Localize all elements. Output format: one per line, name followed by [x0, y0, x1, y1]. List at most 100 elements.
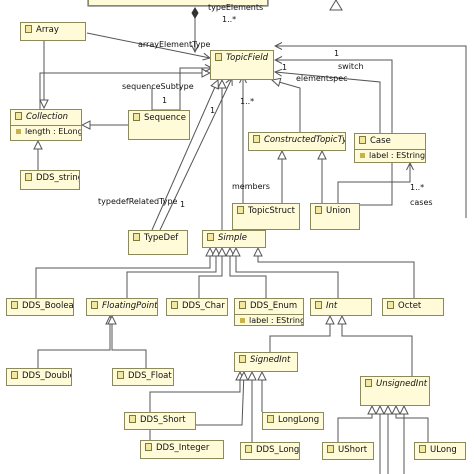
top-container-box	[88, 0, 268, 6]
class-array[interactable]: Array	[20, 22, 86, 41]
class-icon	[207, 233, 214, 241]
class-icon	[25, 173, 32, 181]
label-one-seq: 1	[162, 96, 168, 105]
class-name: Simple	[218, 233, 248, 243]
class-collection[interactable]: Collection length : ELong	[10, 109, 82, 141]
class-name: DDS_Char	[182, 301, 225, 311]
class-icon	[117, 371, 124, 379]
class-dds-long[interactable]: DDS_Long	[240, 442, 300, 460]
class-name: Collection	[26, 112, 69, 122]
class-dds-float[interactable]: DDS_Float	[112, 368, 174, 386]
double-generalization	[37, 316, 110, 368]
class-icon	[419, 445, 426, 453]
class-icon	[315, 206, 322, 214]
class-name: TopicStruct	[248, 206, 295, 216]
class-octet[interactable]: Octet	[382, 298, 444, 316]
class-icon	[133, 233, 140, 241]
class-name: DDS_string	[36, 173, 79, 183]
class-constructed-topic-type[interactable]: ConstructedTopicType	[248, 132, 346, 151]
class-icon	[267, 415, 274, 423]
label-one-typedef: 1	[180, 200, 186, 209]
switch-edge	[275, 60, 393, 206]
class-dds-short[interactable]: DDS_Short	[124, 412, 196, 430]
class-name: SignedInt	[250, 355, 291, 365]
class-dds-integer[interactable]: DDS_Integer	[140, 440, 224, 459]
cases-edge	[337, 163, 410, 205]
label-cases-mult: 1..*	[410, 183, 425, 192]
class-icon	[215, 53, 222, 61]
class-typedef[interactable]: TypeDef	[128, 230, 188, 255]
outer-right-edge	[275, 46, 467, 218]
simple-bus-char	[198, 248, 222, 298]
class-union[interactable]: Union	[310, 203, 360, 230]
class-icon	[327, 445, 334, 453]
class-icon	[25, 25, 32, 33]
class-case[interactable]: Case label : EString	[354, 133, 426, 163]
class-simple[interactable]: Simple	[202, 230, 266, 248]
label-type-elements-mult: 1..*	[222, 15, 237, 24]
class-name: Int	[326, 301, 338, 311]
label-switch: switch	[338, 62, 364, 71]
label-typedef-related-type: typedefRelatedType	[98, 197, 178, 206]
class-int[interactable]: Int	[310, 298, 372, 316]
class-dds-string[interactable]: DDS_string	[20, 170, 80, 190]
class-ushort[interactable]: UShort	[322, 442, 374, 460]
class-dds-double[interactable]: DDS_Double	[6, 368, 72, 386]
class-icon	[237, 206, 244, 214]
top-right-triangle	[329, 0, 343, 11]
class-icon	[129, 415, 136, 423]
class-dds-char[interactable]: DDS_Char	[166, 298, 228, 316]
elementspec-edge	[275, 72, 381, 133]
attribute-icon	[360, 153, 365, 158]
attribute: label : EString	[249, 316, 303, 325]
unsignedint-generalization	[342, 316, 413, 376]
class-name: DDS_Short	[140, 415, 186, 425]
class-dds-boolean[interactable]: DDS_Boolean	[6, 298, 74, 316]
class-signed-int[interactable]: SignedInt	[234, 352, 298, 372]
class-icon	[11, 301, 18, 309]
label-one-elementspec: 1	[282, 63, 288, 72]
class-name: ULong	[430, 445, 457, 455]
simple-bus-octet	[258, 248, 415, 298]
integer-generalization	[149, 372, 244, 440]
signedint-generalization	[269, 316, 330, 352]
array-element-type-edge	[86, 32, 210, 58]
class-longlong[interactable]: LongLong	[262, 412, 324, 430]
class-name: ConstructedTopicType	[264, 135, 345, 145]
class-icon	[133, 113, 140, 121]
float-generalization	[112, 316, 147, 368]
class-unsigned-int[interactable]: UnsignedInt	[360, 376, 430, 406]
ushort-generalization	[337, 406, 372, 442]
label-sequence-subtype: sequenceSubtype	[122, 82, 194, 91]
class-name: Array	[36, 25, 59, 35]
class-icon	[359, 136, 366, 144]
class-dds-enum[interactable]: DDS_Enum label : EString	[234, 298, 304, 326]
class-name: DDS_Long	[256, 445, 299, 455]
attribute: label : EString	[369, 151, 425, 160]
constructed-generalization	[272, 80, 301, 132]
ulong-generalization	[396, 406, 429, 442]
label-members: members	[232, 182, 270, 191]
class-name: Case	[370, 136, 391, 146]
label-type-elements: typeElements	[208, 3, 264, 12]
class-icon	[171, 301, 178, 309]
class-name: Octet	[398, 301, 422, 311]
class-name: UShort	[338, 445, 368, 455]
class-icon	[239, 355, 246, 363]
class-name: UnsignedInt	[376, 379, 428, 389]
class-name: Sequence	[144, 113, 186, 123]
simple-bus-int	[236, 248, 339, 298]
class-topic-struct[interactable]: TopicStruct	[232, 203, 300, 230]
class-floating-point[interactable]: FloatingPoint	[86, 298, 158, 316]
class-icon	[145, 443, 152, 451]
class-sequence[interactable]: Sequence	[128, 110, 190, 140]
class-ulong[interactable]: ULong	[414, 442, 466, 460]
class-name: DDS_Enum	[250, 301, 298, 311]
class-name: LongLong	[278, 415, 320, 425]
simple-bus-boolean	[35, 248, 210, 298]
class-icon	[387, 301, 394, 309]
simple-bus-enum	[230, 248, 267, 298]
class-topicfield[interactable]: TopicField	[210, 50, 274, 80]
typedef-generalization	[151, 80, 218, 231]
collection-topicfield-generalization	[39, 73, 210, 109]
